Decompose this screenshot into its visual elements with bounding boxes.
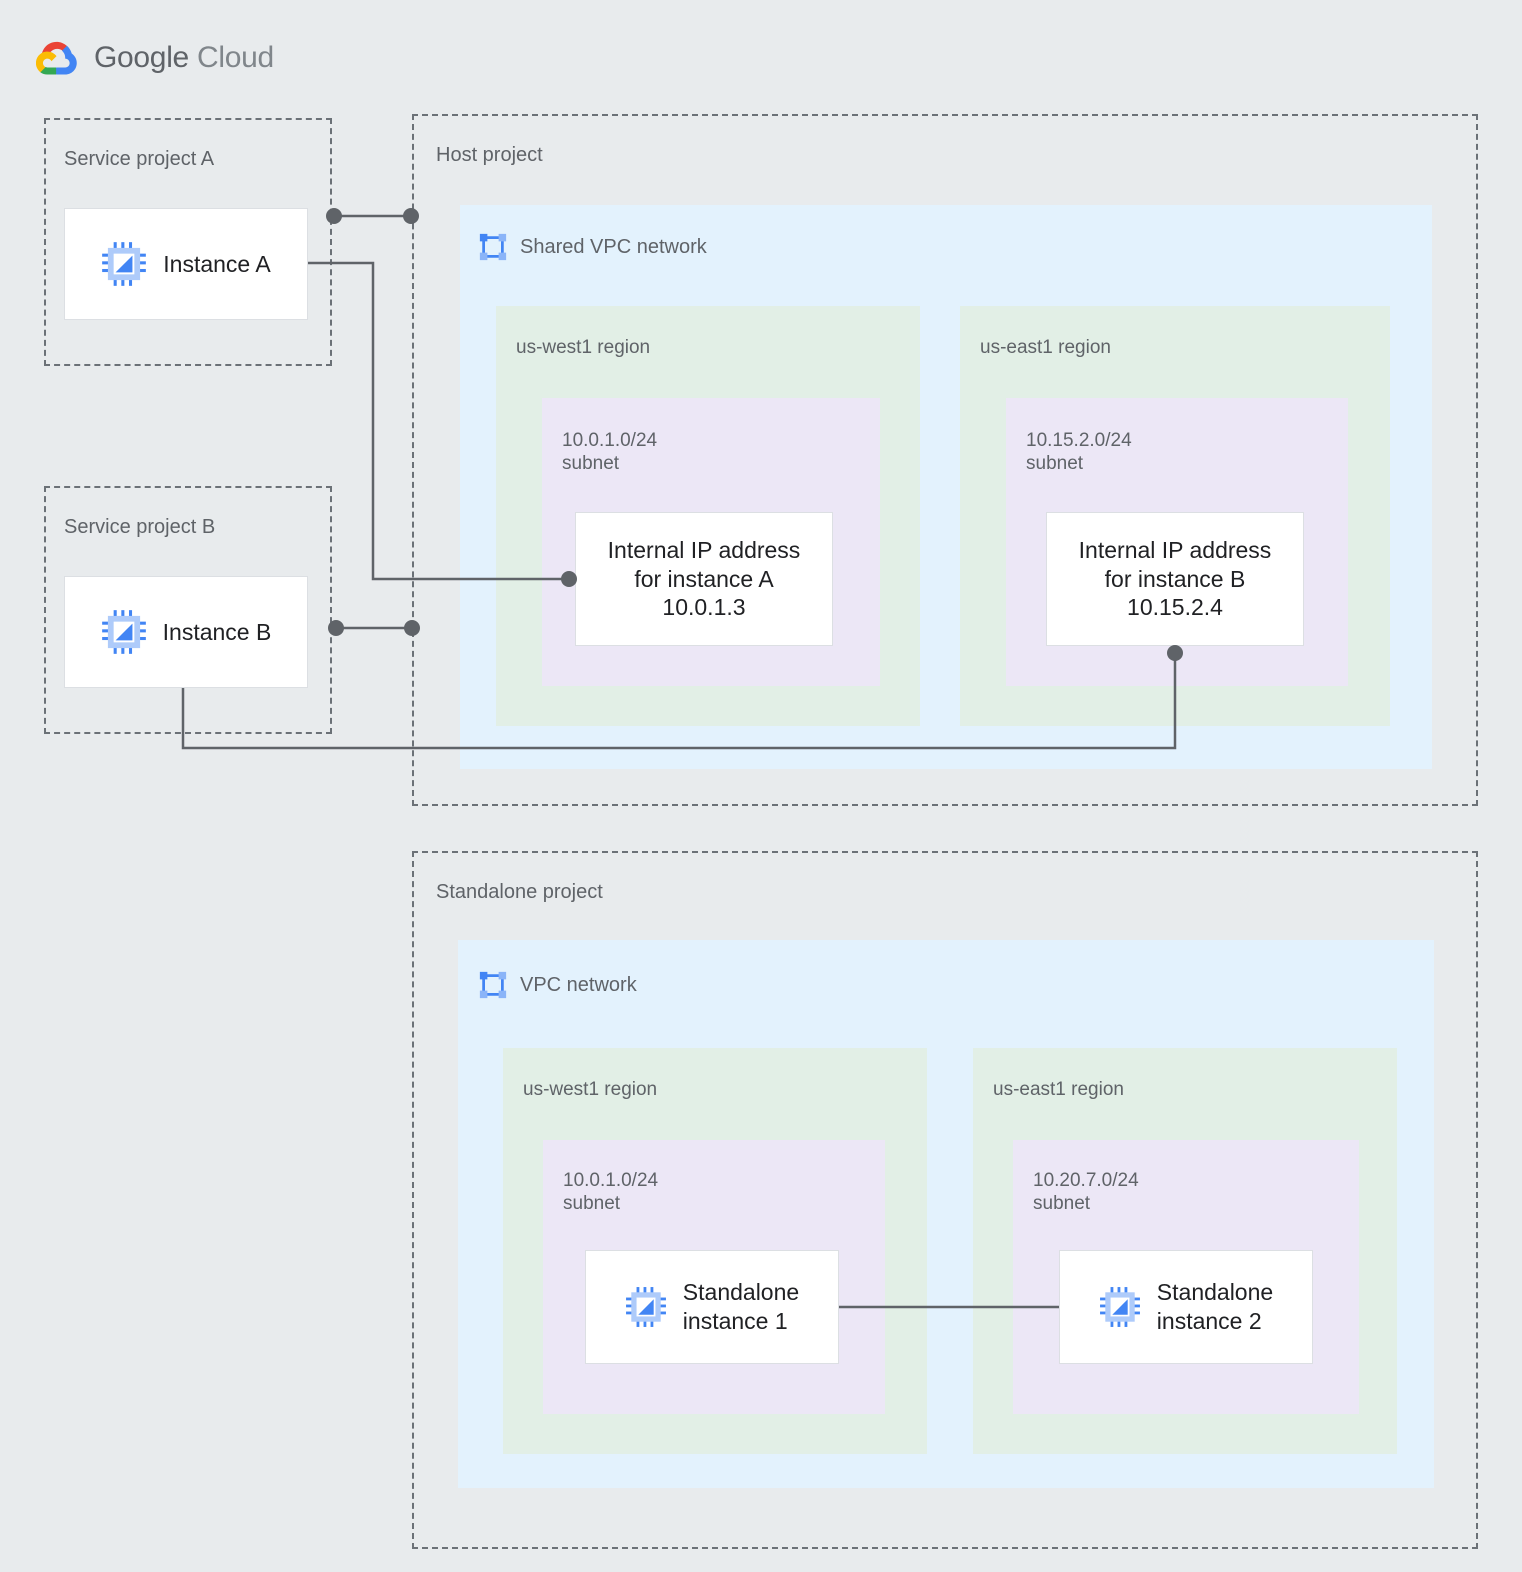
compute-instance-icon <box>1099 1287 1140 1327</box>
standalone-vpc-network-label: VPC network <box>520 973 637 996</box>
connector-service-a-to-host <box>326 208 419 224</box>
host-project-label: Host project <box>436 144 543 166</box>
instance-a-label: Instance A <box>163 250 271 277</box>
brand-name-light: Cloud <box>197 41 274 74</box>
shared-vpc-network-label-group: Shared VPC network <box>478 232 707 262</box>
google-cloud-logo: Google Cloud <box>36 38 274 78</box>
host-us-west1-subnet-label: 10.0.1.0/24 subnet <box>562 430 658 475</box>
google-cloud-logo-icon <box>36 41 77 75</box>
standalone-instance-2-label: Standalone instance 2 <box>1156 1279 1274 1334</box>
compute-instance-icon <box>101 610 146 654</box>
instance-b-card[interactable]: Instance B <box>64 576 308 688</box>
internal-ip-instance-a-label: Internal IP address for instance A 10.0.… <box>607 536 801 621</box>
service-project-b-label: Service project B <box>64 516 216 538</box>
host-us-west1-region-label: us-west1 region <box>516 337 651 358</box>
standalone-us-east1-subnet-label: 10.20.7.0/24 subnet <box>1033 1170 1139 1215</box>
standalone-us-west1-subnet-label: 10.0.1.0/24 subnet <box>563 1170 659 1215</box>
service-project-a-label: Service project A <box>64 148 215 170</box>
standalone-instance-2-card[interactable]: Standalone instance 2 <box>1059 1250 1313 1364</box>
instance-a-card[interactable]: Instance A <box>64 208 308 320</box>
compute-instance-icon <box>102 242 147 286</box>
standalone-us-east1-region-label: us-east1 region <box>993 1079 1124 1100</box>
standalone-instance-1-label: Standalone instance 1 <box>682 1279 800 1334</box>
standalone-project-label: Standalone project <box>436 881 603 903</box>
standalone-vpc-network-label-group: VPC network <box>478 970 637 1000</box>
standalone-us-west1-region-label: us-west1 region <box>523 1079 658 1100</box>
standalone-project-container <box>412 851 1478 1549</box>
internal-ip-instance-a-card[interactable]: Internal IP address for instance A 10.0.… <box>575 512 833 646</box>
host-us-east1-region-label: us-east1 region <box>980 337 1111 358</box>
compute-instance-icon <box>625 1287 666 1327</box>
shared-vpc-network-label: Shared VPC network <box>520 235 707 258</box>
brand-name-bold: Google <box>94 41 189 74</box>
vpc-network-icon <box>479 971 507 999</box>
internal-ip-instance-b-label: Internal IP address for instance B 10.15… <box>1078 536 1272 621</box>
connector-service-b-to-host <box>328 620 420 636</box>
service-project-a-container <box>44 118 332 366</box>
brand-wordmark: Google Cloud <box>94 41 274 75</box>
host-us-east1-subnet-label: 10.15.2.0/24 subnet <box>1026 430 1132 475</box>
vpc-network-icon <box>479 233 507 261</box>
instance-b-label: Instance B <box>162 618 272 645</box>
standalone-instance-1-card[interactable]: Standalone instance 1 <box>585 1250 839 1364</box>
internal-ip-instance-b-card[interactable]: Internal IP address for instance B 10.15… <box>1046 512 1304 646</box>
